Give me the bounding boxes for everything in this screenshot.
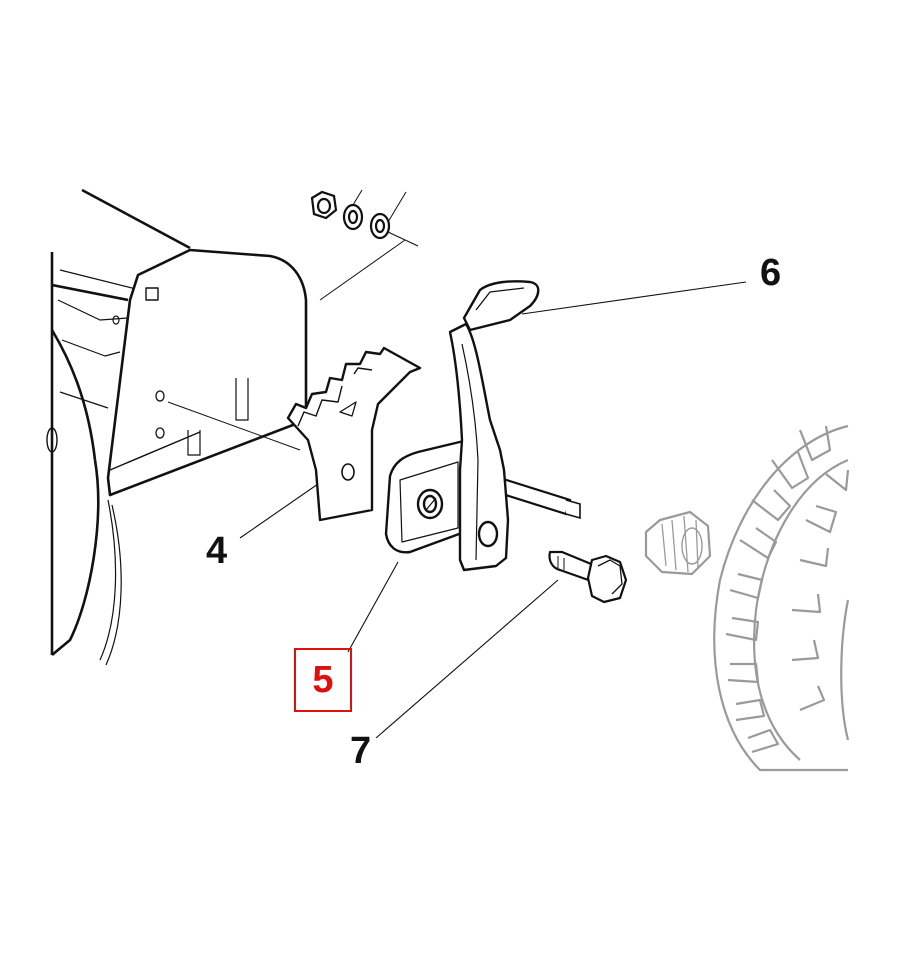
nut-and-washers <box>310 189 419 301</box>
wheel-with-tread <box>644 424 850 772</box>
lever-shaft <box>495 476 581 520</box>
leader-line-6 <box>521 281 747 315</box>
callout-part-6: 6 <box>760 252 782 294</box>
side-plate <box>106 248 308 497</box>
part-6-adjustment-lever <box>448 280 540 572</box>
leader-lines <box>239 281 747 739</box>
callout-part-4: 4 <box>206 530 228 572</box>
part-4-sector-plate <box>286 346 422 522</box>
leader-line-5 <box>347 561 399 653</box>
callout-part-5-highlighted: 5 <box>294 648 352 712</box>
part-7-shoulder-bolt <box>548 550 628 604</box>
leader-line-7 <box>375 579 559 739</box>
part-5-bracket-plate <box>384 438 472 554</box>
mower-deck-housing <box>46 188 191 666</box>
callout-part-7: 7 <box>350 730 372 772</box>
leader-line-4 <box>239 483 319 539</box>
